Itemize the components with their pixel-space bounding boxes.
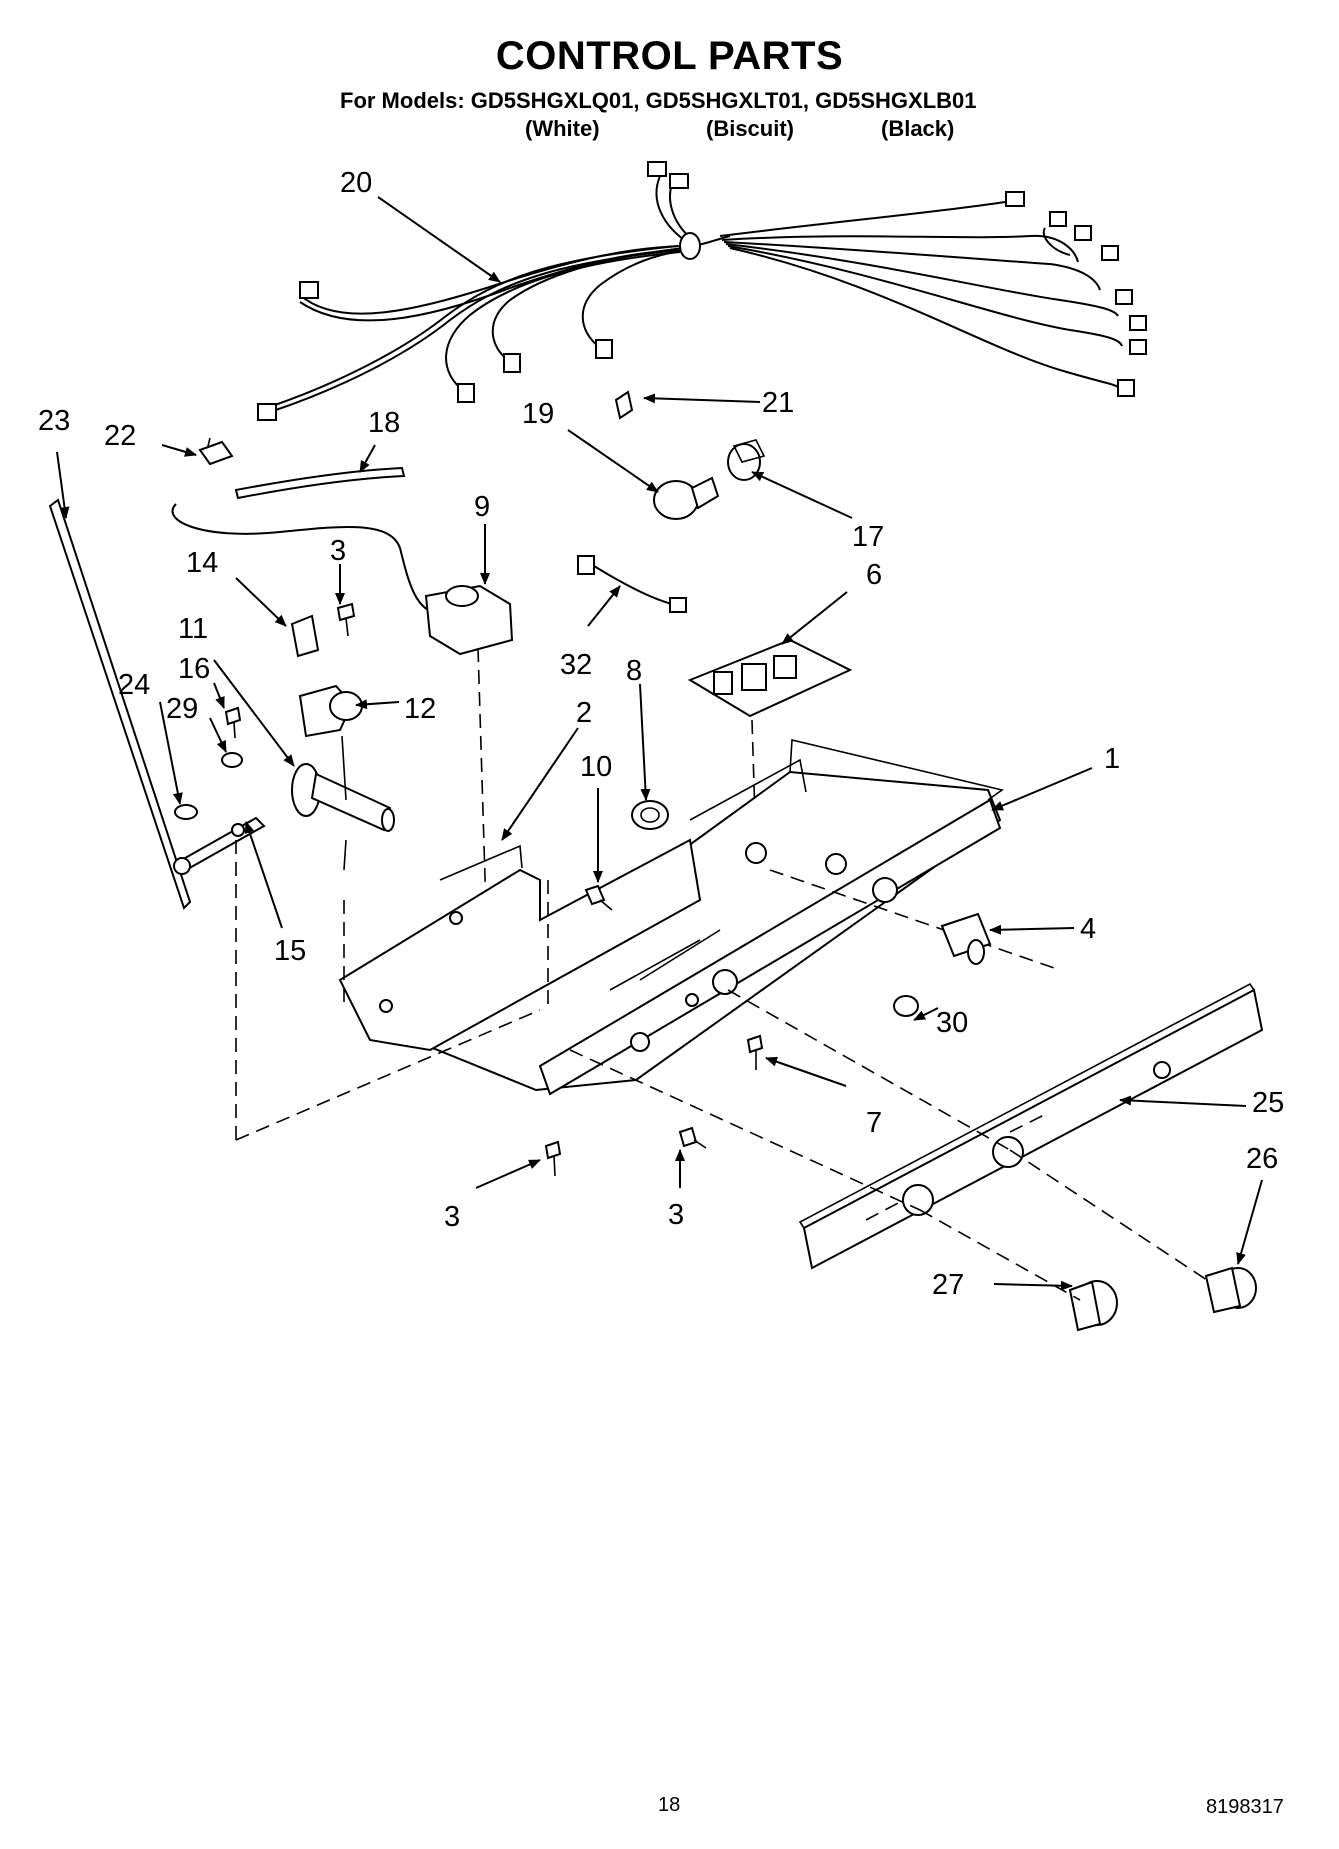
damper-link-23 [48,498,192,910]
connector-plug [1074,225,1092,241]
lamp-bulb-19 [653,476,720,520]
callout-label: 30 [936,1007,968,1039]
connector-plug [595,339,613,359]
callout-label: 1 [1104,743,1120,775]
callout-label: 23 [38,405,70,437]
damper-bracket-12 [298,684,363,738]
connector-plug [1129,315,1147,331]
guide-line [235,1009,541,1141]
callout-label: 3 [330,535,346,567]
callout-label: 15 [274,935,306,967]
finish-white: (White) [525,116,600,141]
finish-biscuit: (Biscuit) [706,116,794,141]
callout-label: 16 [178,653,210,685]
callout-label: 7 [866,1107,882,1139]
knob-27 [1068,1280,1118,1332]
callout-label: 22 [104,420,136,452]
bracket-2 [338,838,702,1052]
connector-plug [1005,191,1025,207]
callout-label: 4 [1080,913,1096,945]
connector-plug [1129,339,1147,355]
shaft-11 [291,735,395,871]
callout-label: 10 [580,751,612,783]
callout-label: 12 [404,693,436,725]
connector-plug [257,403,277,421]
models-line: For Models: GD5SHGXLQ01, GD5SHGXLT01, GD… [340,88,977,113]
connector-plug [457,383,475,403]
washer-29 [221,752,243,768]
callout-label: 18 [368,407,400,439]
screw-3-lower-right [678,1126,707,1149]
foam-pad-14 [290,614,320,658]
connector-plug [669,173,689,189]
callout-label: 3 [668,1199,684,1231]
guide-line [727,989,1011,1151]
knob-26 [1204,1266,1257,1314]
washer-24 [174,804,198,820]
bracket-22 [198,437,234,466]
page-title: CONTROL PARTS [495,34,844,78]
callout-label: 29 [166,693,198,725]
callout-labels: 20 21 19 17 23 22 18 9 3 14 6 11 32 16 1… [38,167,1284,1301]
callout-label: 9 [474,491,490,523]
guide-line [1009,1149,1211,1283]
connector-plug [647,161,667,177]
lamp-30 [893,995,919,1017]
finish-black: (Black) [881,116,955,141]
callout-label: 6 [866,559,882,591]
connector-plug [1049,211,1067,227]
connector-plug [1115,289,1133,305]
leader-arrows [56,196,1263,1291]
grommet-8 [631,800,669,830]
connector-plug [1117,379,1135,397]
screw-10 [584,884,613,911]
capillary-tube [171,503,441,615]
cable-clip-21 [614,390,634,420]
callout-label: 17 [852,521,884,553]
control-panel-25 [798,982,1264,1270]
document-number: 8198317 [1206,1796,1284,1818]
wire-jumper-32 [577,555,687,613]
callout-label: 11 [178,613,208,645]
callout-label: 26 [1246,1143,1278,1175]
wire-harness [257,161,1147,421]
temperature-control-9 [424,584,514,911]
connector-plug [1101,245,1119,261]
callout-label: 8 [626,655,642,687]
page-number: 18 [658,1794,681,1816]
connector-plug [299,281,319,299]
guide-line [569,1049,921,1211]
connector-plug [503,353,521,373]
guide-line [919,1209,1081,1301]
callout-label: 32 [560,649,592,681]
screw-3-lower-left [544,1140,562,1177]
light-switch-4 [940,912,992,965]
callout-label: 24 [118,669,150,701]
control-board-6 [687,638,853,851]
callout-label: 14 [186,547,218,579]
callout-label: 19 [522,398,554,430]
callout-label: 21 [762,387,794,419]
tube-18 [234,466,406,500]
control-housing-1 [415,739,1061,1096]
screw-3-upper [336,602,356,637]
callout-label: 27 [932,1269,964,1301]
callout-label: 3 [444,1201,460,1233]
callout-label: 20 [340,167,372,199]
harness-junction [679,232,701,260]
screw-16 [224,706,242,739]
callout-label: 2 [576,697,592,729]
lever-15 [173,816,266,875]
callout-label: 25 [1252,1087,1284,1119]
lamp-socket-17 [727,439,766,481]
screw-7 [746,1034,764,1070]
